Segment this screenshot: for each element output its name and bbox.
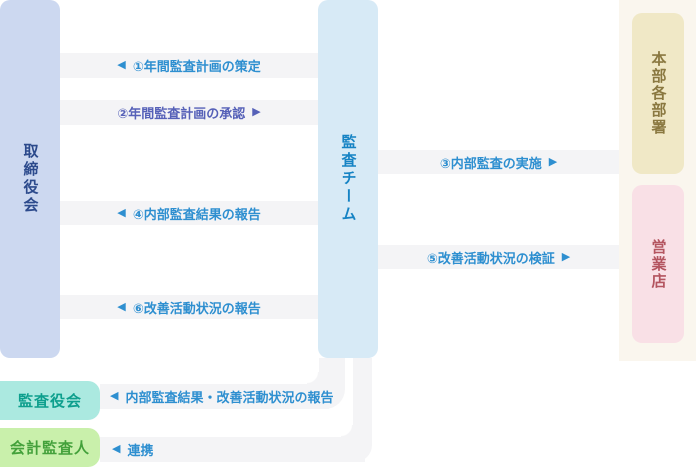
flow-band-cooperation: ◀ 連携 xyxy=(100,437,365,462)
flow-band-improvement-report: ◀ ⑥改善活動状況の報告 xyxy=(60,295,318,319)
left-arrow-icon: ◀ xyxy=(110,390,119,402)
flow-label-5: ⑤改善活動状況の検証 xyxy=(426,250,555,266)
flow-label-6: ⑥改善活動状況の報告 xyxy=(132,300,261,316)
accounting-auditor-box: 会計監査人 xyxy=(0,428,100,467)
flow-band-improvement-verification: ⑤改善活動状況の検証 ▶ xyxy=(378,245,619,269)
connector-fillet-auditor xyxy=(341,425,353,437)
right-arrow-icon: ▶ xyxy=(561,250,571,263)
flow-band-internal-audit-execution: ③内部監査の実施 ▶ xyxy=(378,150,619,174)
flow-band-committee-report: ◀ 内部監査結果・改善活動状況の報告 xyxy=(100,384,333,409)
hq-departments-label: 本部各部署 xyxy=(649,51,667,136)
accounting-auditor-label: 会計監査人 xyxy=(9,440,90,457)
audit-team-label: 監査チーム xyxy=(339,134,357,224)
right-arrow-icon: ▶ xyxy=(548,155,558,168)
flow-band-annual-plan-draft: ◀ ①年間監査計画の策定 xyxy=(60,53,318,78)
connector-pipe-auditor xyxy=(353,358,372,462)
flow-band-annual-plan-approval: ②年間監査計画の承認 ▶ xyxy=(60,100,318,125)
hq-departments-box: 本部各部署 xyxy=(632,13,684,174)
branches-label: 営業店 xyxy=(649,238,667,290)
board-label: 取締役会 xyxy=(21,143,39,215)
flow-label-7: 内部監査結果・改善活動状況の報告 xyxy=(125,390,334,405)
flow-band-audit-results-report: ◀ ④内部監査結果の報告 xyxy=(60,201,318,225)
left-arrow-icon: ◀ xyxy=(112,443,121,455)
audit-committee-label: 監査役会 xyxy=(17,393,82,410)
flow-label-4: ④内部監査結果の報告 xyxy=(132,206,261,222)
flow-label-3: ③内部監査の実施 xyxy=(439,155,542,171)
audit-team-column: 監査チーム xyxy=(318,0,378,358)
left-arrow-icon: ◀ xyxy=(117,59,126,71)
connector-fillet-committee xyxy=(307,372,319,384)
branches-box: 営業店 xyxy=(632,185,684,343)
flow-label-1: ①年間監査計画の策定 xyxy=(132,59,261,74)
board-column: 取締役会 xyxy=(0,0,60,358)
flow-label-2: ②年間監査計画の承認 xyxy=(117,106,246,121)
left-arrow-icon: ◀ xyxy=(117,300,126,313)
right-arrow-icon: ▶ xyxy=(252,106,261,118)
flow-label-8: 連携 xyxy=(127,443,154,458)
left-arrow-icon: ◀ xyxy=(117,206,126,219)
audit-committee-box: 監査役会 xyxy=(0,381,100,420)
